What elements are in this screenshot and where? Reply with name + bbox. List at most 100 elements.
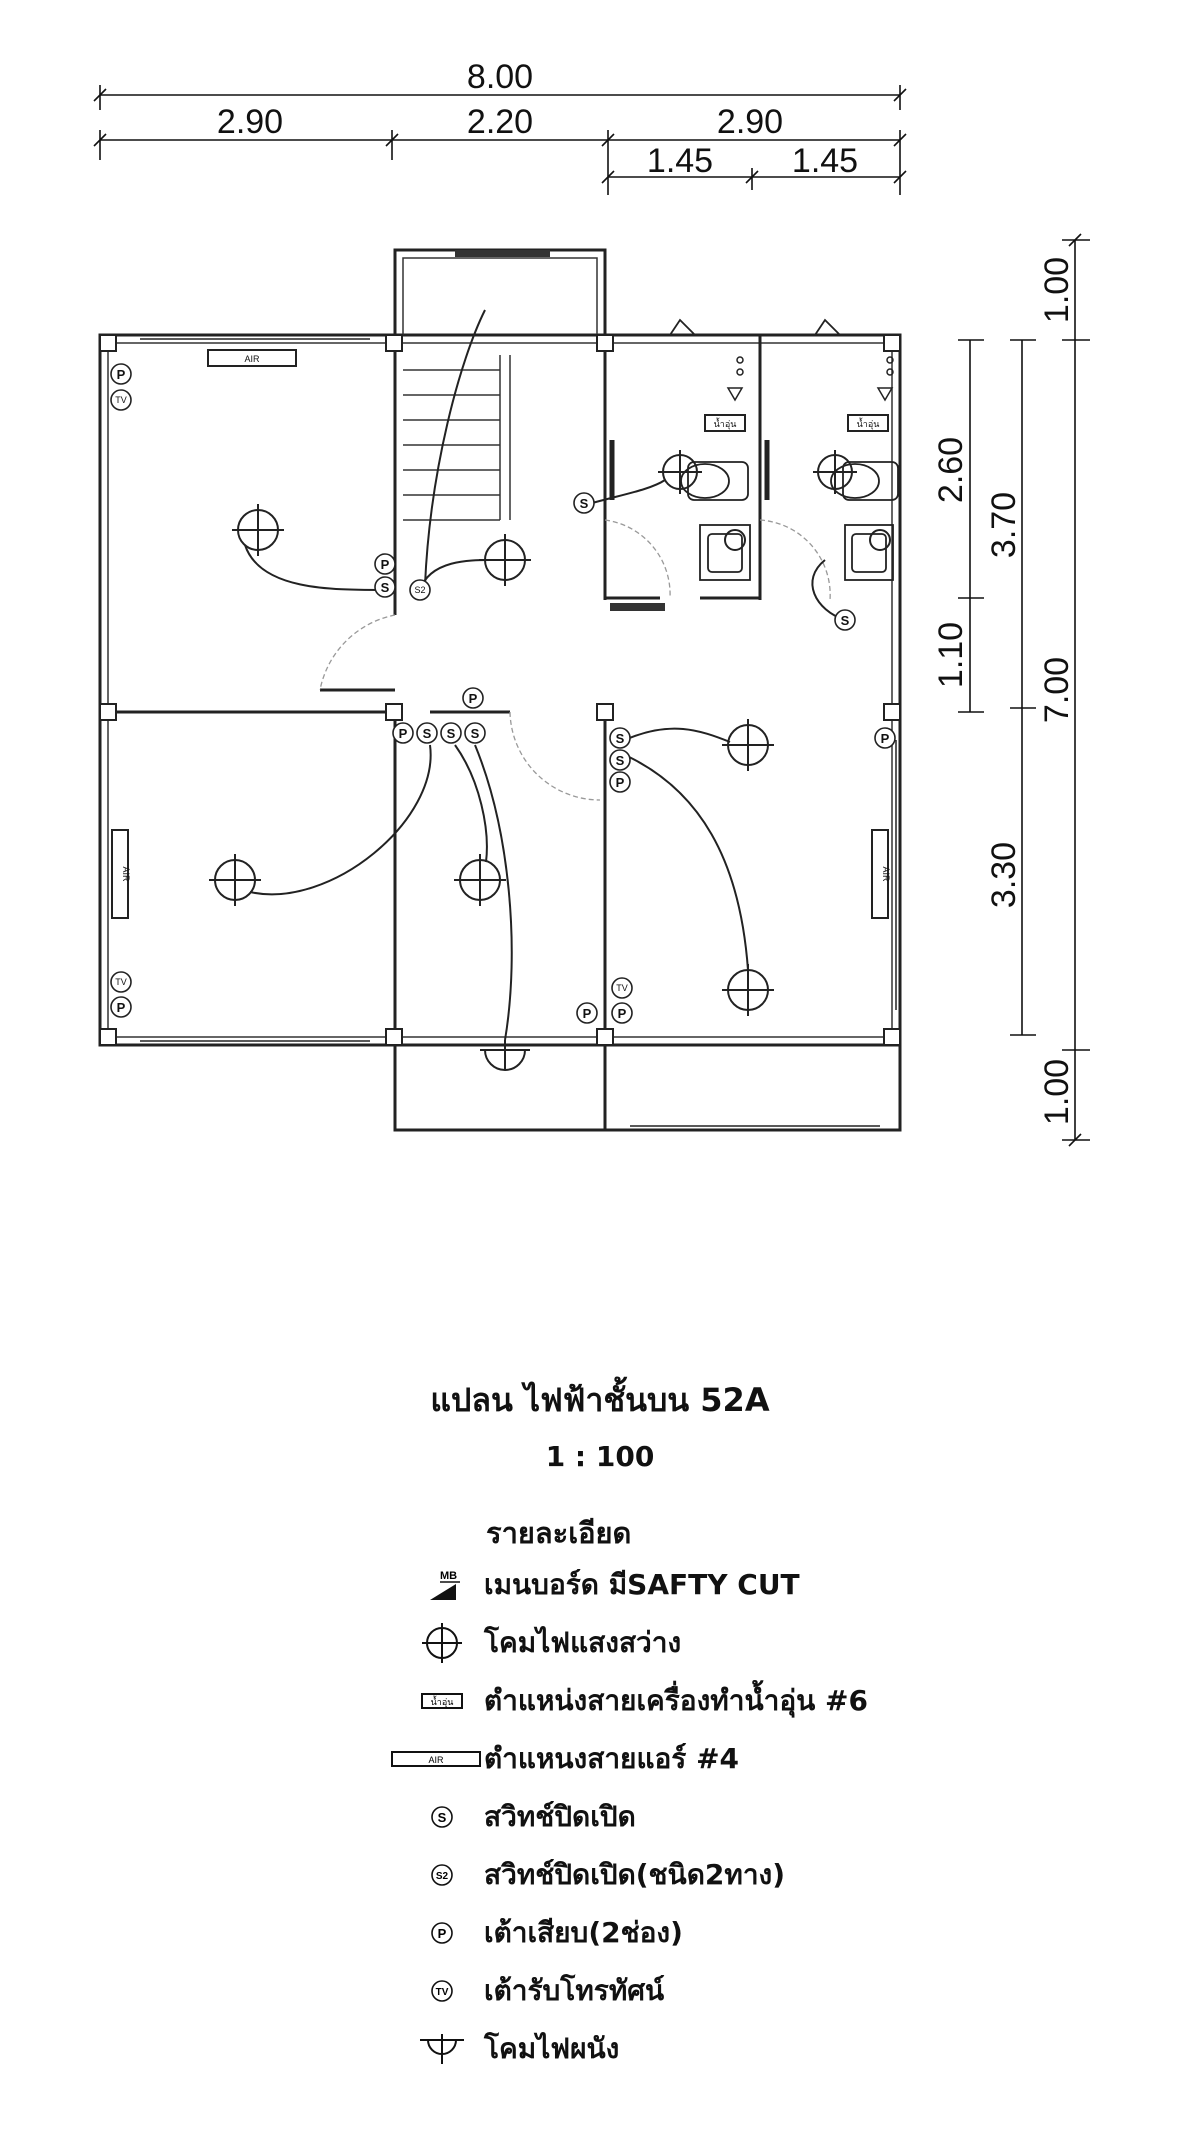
dim-right-sub-b: 1.45 xyxy=(792,142,858,180)
tv-outlet-icon: TV xyxy=(400,1978,484,2004)
staircase xyxy=(403,355,511,521)
outlet-icon: P xyxy=(392,722,414,744)
legend-item: AIR ตำแหนงสายแอร์ #4 xyxy=(388,1730,1040,1788)
legend-item: P เต้าเสียบ(2ช่อง) xyxy=(400,1904,1040,1962)
svg-text:AIR: AIR xyxy=(121,866,131,882)
svg-text:AIR: AIR xyxy=(428,1755,444,1765)
svg-text:P: P xyxy=(881,731,890,746)
svg-text:TV: TV xyxy=(616,983,628,993)
svg-text:TV: TV xyxy=(115,977,127,987)
svg-text:S: S xyxy=(423,726,432,741)
tv-outlet-icon: TV xyxy=(110,389,132,411)
svg-text:P: P xyxy=(438,1926,447,1941)
svg-text:AIR: AIR xyxy=(881,866,891,882)
legend-label: ตำแหนงสายแอร์ #4 xyxy=(484,1742,740,1775)
electrical-points: P TV P S S2 S P P S S S S S P P S TV P P… xyxy=(110,363,896,1024)
legend-item: S2 สวิทช์ปิดเปิด(ชนิด2ทาง) xyxy=(400,1846,1040,1904)
dim-right-bottom: 1.00 xyxy=(1038,1059,1076,1125)
bathroom-fixtures xyxy=(609,318,899,581)
ceiling-light-icon xyxy=(658,450,702,494)
ac-unit-top-left: AIR xyxy=(207,349,297,367)
ceiling-light-icon xyxy=(454,854,506,906)
svg-text:AIR: AIR xyxy=(244,354,260,364)
ceiling-light-icon xyxy=(724,529,746,551)
svg-text:P: P xyxy=(616,775,625,790)
dim-right-3-70: 3.70 xyxy=(985,492,1023,558)
dim-right-span: 2.90 xyxy=(717,103,783,141)
switch-icon: S xyxy=(573,492,595,514)
switch-icon: S xyxy=(374,576,396,598)
two-way-switch-icon: S2 xyxy=(400,1862,484,1888)
wall-light-icon xyxy=(480,1040,530,1071)
svg-text:TV: TV xyxy=(436,1987,449,1998)
svg-text:S2: S2 xyxy=(436,1871,449,1882)
ceiling-light-icon xyxy=(722,964,774,1016)
switch-icon: S xyxy=(464,722,486,744)
outlet-icon: P xyxy=(400,1920,484,1946)
bath-exhaust-symbols xyxy=(726,356,894,402)
ceiling-lights xyxy=(209,450,891,1071)
switch-icon: S xyxy=(609,727,631,749)
legend-item: TV เต้ารับโทรทัศน์ xyxy=(400,1962,1040,2020)
water-heater-icon: น้ำอุ่น xyxy=(400,1691,484,1711)
legend-label: สวิทช์ปิดเปิด(ชนิด2ทาง) xyxy=(484,1858,786,1891)
right-dimensions xyxy=(958,233,1090,1147)
legend-heading: รายละเอียด xyxy=(486,1516,632,1550)
legend-label: ตำแหน่งสายเครื่องทำน้ำอุ่น #6 xyxy=(484,1684,868,1717)
svg-text:S: S xyxy=(580,496,589,511)
wall-light-icon xyxy=(400,2032,484,2066)
top-dimensions xyxy=(93,85,907,195)
heater-point-right-bath: น้ำอุ่น xyxy=(847,414,889,432)
legend-label: โคมไฟผนัง xyxy=(484,2032,620,2065)
legend: รายละเอียด MB เมนบอร์ด มีSAFTY CUT โคมไฟ… xyxy=(391,1510,1040,2078)
switch-icon: S xyxy=(834,609,856,631)
svg-text:MB: MB xyxy=(440,1570,457,1582)
switch-icon: S xyxy=(609,749,631,771)
svg-text:P: P xyxy=(618,1006,627,1021)
plan-caption: แปลน ไฟฟ้าชั้นบน 52A 1 : 100 xyxy=(0,1375,1200,1473)
air-conditioner-icon: AIR xyxy=(388,1749,484,1769)
legend-item: S สวิทช์ปิดเปิด xyxy=(400,1788,1040,1846)
main-board-icon: MB xyxy=(400,1568,484,1602)
svg-text:P: P xyxy=(381,557,390,572)
outlet-icon: P xyxy=(576,1002,598,1024)
plan-title: แปลน ไฟฟ้าชั้นบน 52A xyxy=(430,1381,770,1419)
dim-right-1-10: 1.10 xyxy=(932,622,970,688)
legend-label: เต้าเสียบ(2ช่อง) xyxy=(484,1916,683,1949)
outlet-icon: P xyxy=(110,363,132,385)
tv-outlet-icon: TV xyxy=(611,977,633,999)
dim-right-sub-a: 1.45 xyxy=(647,142,713,180)
svg-text:P: P xyxy=(399,726,408,741)
svg-text:S: S xyxy=(471,726,480,741)
outlet-icon: P xyxy=(874,727,896,749)
ceiling-light-icon xyxy=(400,1620,484,1666)
svg-text:S: S xyxy=(381,580,390,595)
outlet-icon: P xyxy=(611,1002,633,1024)
door-swings xyxy=(319,519,831,801)
legend-item: MB เมนบอร์ด มีSAFTY CUT xyxy=(400,1556,1040,1614)
heater-point-left-bath: น้ำอุ่น xyxy=(704,414,746,432)
svg-text:S: S xyxy=(616,753,625,768)
svg-text:S2: S2 xyxy=(414,585,425,595)
outlet-icon: P xyxy=(374,553,396,575)
dim-right-2-60: 2.60 xyxy=(932,437,970,503)
svg-text:น้ำอุ่น: น้ำอุ่น xyxy=(857,417,880,430)
svg-text:P: P xyxy=(469,691,478,706)
dim-right-top: 1.00 xyxy=(1038,257,1076,323)
ceiling-light-icon xyxy=(722,719,774,771)
svg-text:S: S xyxy=(438,1810,447,1825)
dim-right-7-00: 7.00 xyxy=(1038,657,1076,723)
svg-text:P: P xyxy=(583,1006,592,1021)
dim-middle-span: 2.20 xyxy=(467,103,533,141)
svg-text:น้ำอุ่น: น้ำอุ่น xyxy=(431,1695,454,1708)
dim-right-3-30: 3.30 xyxy=(985,842,1023,908)
wiring xyxy=(244,309,846,1041)
outlet-icon: P xyxy=(110,996,132,1018)
ac-unit-bottom-left: AIR xyxy=(111,829,131,919)
legend-label: โคมไฟแสงสว่าง xyxy=(484,1626,682,1659)
switch-icon: S xyxy=(400,1804,484,1830)
svg-text:P: P xyxy=(117,367,126,382)
svg-text:น้ำอุ่น: น้ำอุ่น xyxy=(714,417,737,430)
dim-left-span: 2.90 xyxy=(217,103,283,141)
svg-text:S: S xyxy=(616,731,625,746)
